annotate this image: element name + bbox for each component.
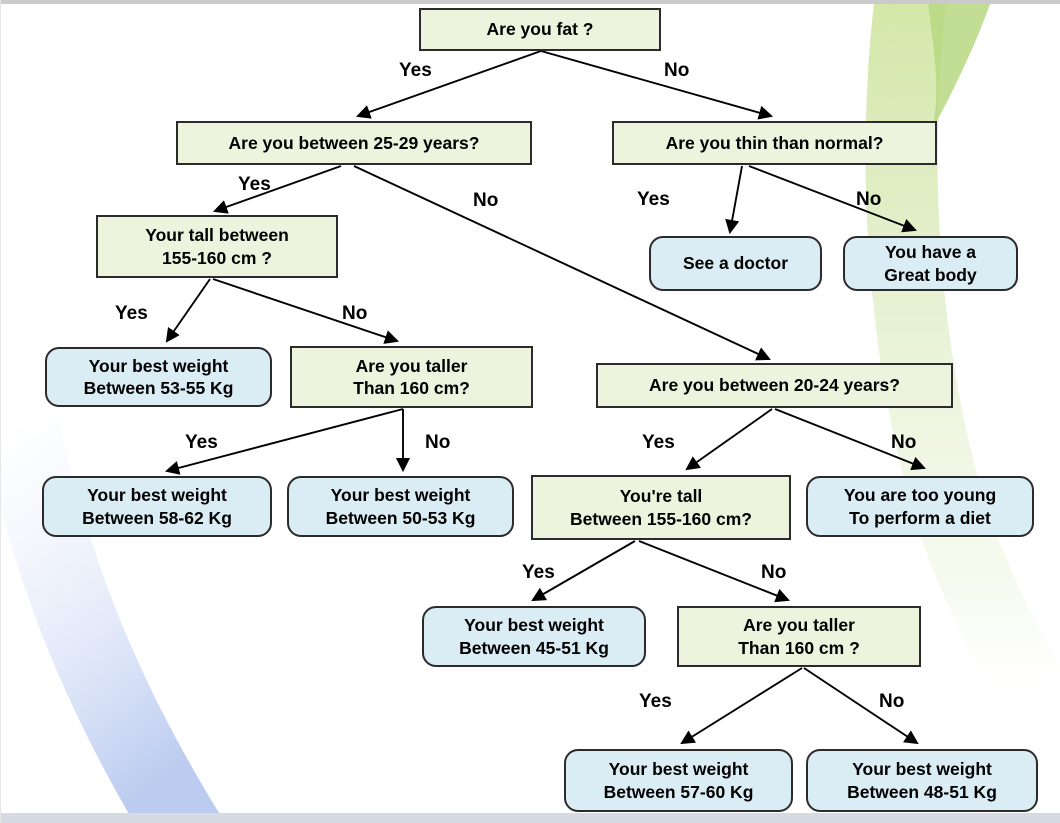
- edge-label-root-no: No: [664, 60, 690, 81]
- arrow-taller160b-yes: [680, 667, 803, 745]
- node-taller-160-b: Are you taller Than 160 cm ?: [677, 606, 921, 667]
- node-weight-57-60: Your best weight Between 57-60 Kg: [564, 749, 793, 812]
- arrow-taller160b-no: [803, 667, 919, 745]
- green-corner-crescent: [927, 0, 992, 130]
- arrow-tall155a-yes: [165, 278, 211, 343]
- arrow-thin-no: [748, 165, 917, 233]
- edge-label-taller160b-yes: Yes: [639, 691, 672, 712]
- top-edge-strip: [1, 0, 1060, 4]
- node-age-20-24: Are you between 20-24 years?: [596, 363, 953, 408]
- node-thin-than-normal: Are you thin than normal?: [612, 121, 937, 165]
- edge-label-tall155b-no: No: [761, 562, 787, 583]
- node-weight-50-53: Your best weight Between 50-53 Kg: [287, 476, 514, 537]
- edge-label-2529-no: No: [473, 190, 499, 211]
- arrow-2529-no: [353, 165, 771, 361]
- node-weight-58-62: Your best weight Between 58-62 Kg: [42, 476, 272, 537]
- arrow-2024-no: [774, 408, 926, 471]
- node-weight-48-51: Your best weight Between 48-51 Kg: [806, 749, 1038, 812]
- arrow-root-yes: [355, 50, 542, 119]
- edge-label-taller160a-yes: Yes: [185, 432, 218, 453]
- node-tall-155-160-b: You're tall Between 155-160 cm?: [531, 475, 791, 540]
- arrow-thin-yes: [725, 165, 743, 235]
- bottom-edge-strip: [1, 813, 1060, 823]
- node-see-doctor: See a doctor: [649, 236, 822, 291]
- edge-label-2024-yes: Yes: [642, 432, 675, 453]
- edge-label-2024-no: No: [891, 432, 917, 453]
- edge-label-2529-yes: Yes: [238, 174, 271, 195]
- edge-label-tall155a-no: No: [342, 303, 368, 324]
- arrow-root-no: [540, 50, 774, 120]
- arrow-2529-yes: [212, 165, 342, 214]
- edge-label-tall155a-yes: Yes: [115, 303, 148, 324]
- node-weight-53-55: Your best weight Between 53-55 Kg: [45, 347, 272, 407]
- edge-label-taller160b-no: No: [879, 691, 905, 712]
- node-great-body: You have a Great body: [843, 236, 1018, 291]
- edge-label-tall155b-yes: Yes: [522, 562, 555, 583]
- node-too-young: You are too young To perform a diet: [806, 476, 1034, 537]
- edge-label-thin-no: No: [856, 189, 882, 210]
- node-age-25-29: Are you between 25-29 years?: [176, 121, 532, 165]
- node-tall-155-160-a: Your tall between 155-160 cm ?: [96, 215, 338, 278]
- edge-label-root-yes: Yes: [399, 60, 432, 81]
- node-weight-45-51: Your best weight Between 45-51 Kg: [422, 606, 646, 667]
- edge-label-taller160a-no: No: [425, 432, 451, 453]
- node-taller-160-a: Are you taller Than 160 cm?: [290, 346, 533, 408]
- node-are-you-fat: Are you fat ?: [419, 8, 661, 51]
- arrow-tall155a-no: [212, 278, 400, 344]
- blue-swoosh: [1, 411, 226, 823]
- arrow-tall155b-no: [638, 540, 790, 603]
- edge-label-thin-yes: Yes: [637, 189, 670, 210]
- green-swoosh: [865, 0, 1060, 711]
- arrow-tall155b-yes: [531, 540, 636, 602]
- arrow-taller160a-yes: [164, 408, 404, 475]
- arrow-2024-yes: [685, 408, 773, 471]
